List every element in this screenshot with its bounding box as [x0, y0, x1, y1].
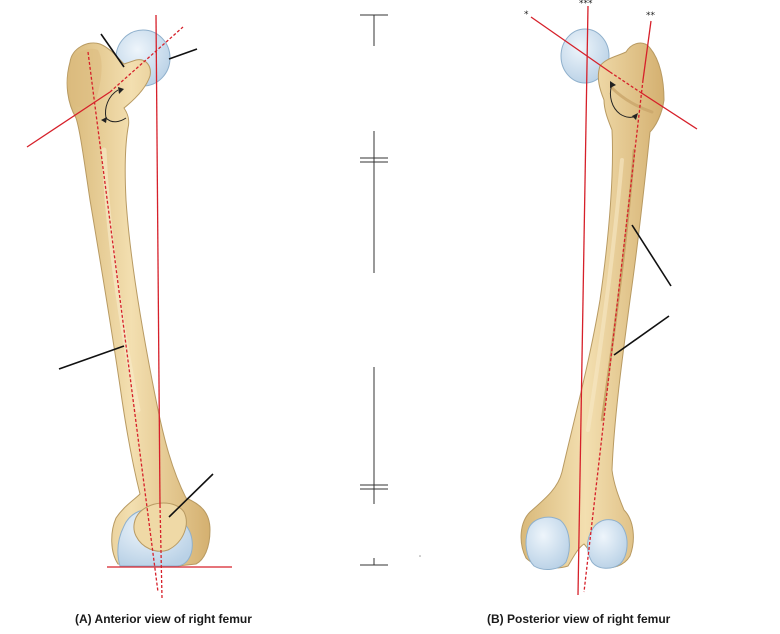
- anterior-femur: [27, 15, 232, 598]
- posterior-femur: * *** **: [521, 0, 697, 595]
- marker-triple: ***: [579, 0, 593, 9]
- posterior-leader-gluteal-tuberosity: [632, 225, 671, 286]
- caption-anterior: (A) Anterior view of right femur: [75, 612, 252, 626]
- scale-bar: [360, 15, 388, 565]
- posterior-femur-body: [521, 43, 664, 568]
- anterior-leader-shaft: [59, 346, 124, 369]
- anterior-leader-femoral-head: [169, 49, 197, 59]
- caption-posterior: (B) Posterior view of right femur: [487, 612, 670, 626]
- artifact-dot: [419, 555, 421, 557]
- anterior-femur-body: [67, 43, 210, 566]
- marker-single: *: [524, 10, 529, 20]
- posterior-medial-condyle: [526, 517, 569, 569]
- marker-double: **: [646, 11, 656, 21]
- posterior-lateral-condyle: [588, 520, 628, 569]
